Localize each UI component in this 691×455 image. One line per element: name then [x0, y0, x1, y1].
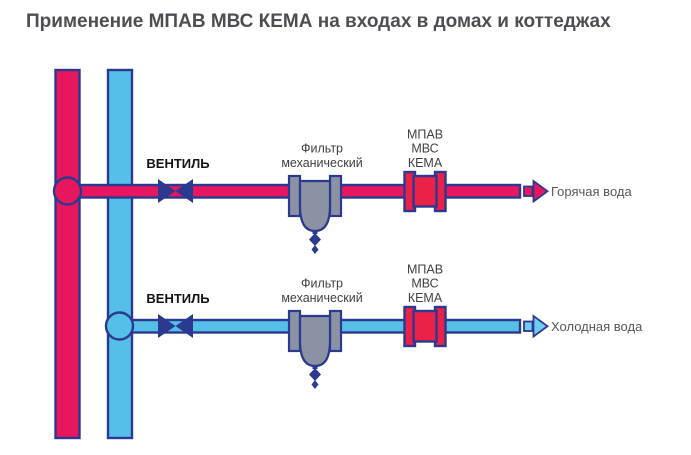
mpav-device-icon — [403, 170, 447, 213]
cold-branch: ВЕНТИЛЬ Фильтр механический МПАВ МВС КЕМ… — [104, 263, 643, 389]
filter-label-line1: Фильтр — [301, 277, 343, 291]
mechanical-filter-icon — [287, 174, 343, 254]
device-label-line3: КЕМА — [408, 291, 443, 305]
filter-label-line1: Фильтр — [301, 142, 343, 156]
device-label-line1: МПАВ — [407, 263, 443, 277]
hot-pipe-junction — [52, 176, 83, 206]
page-title: Применение МПАВ МВС КЕМА на входах в дом… — [26, 11, 611, 32]
filter-label-line2: механический — [281, 156, 362, 170]
flow-arrow-icon — [523, 179, 550, 204]
device-label-line2: МВС — [411, 142, 438, 156]
valve-icon — [158, 179, 193, 203]
device-label-line2: МВС — [411, 277, 438, 291]
filter-label-line2: механический — [281, 291, 362, 305]
mechanical-filter-icon — [287, 309, 343, 389]
hot-branch: ВЕНТИЛЬ Фильтр механический МПАВ МВС КЕМ… — [52, 128, 632, 254]
output-label: Холодная вода — [551, 319, 643, 334]
output-label: Горячая вода — [551, 184, 632, 199]
mpav-device-icon — [403, 305, 447, 348]
device-label-line1: МПАВ — [407, 128, 443, 142]
cold-pipe-junction — [104, 311, 135, 341]
hot-riser-pipe — [54, 68, 81, 440]
cold-riser-pipe — [106, 68, 134, 440]
flow-arrow-icon — [523, 314, 550, 339]
valve-label: ВЕНТИЛЬ — [146, 156, 209, 171]
valve-label: ВЕНТИЛЬ — [146, 291, 209, 306]
device-label-line3: КЕМА — [408, 156, 443, 170]
valve-icon — [158, 314, 193, 338]
